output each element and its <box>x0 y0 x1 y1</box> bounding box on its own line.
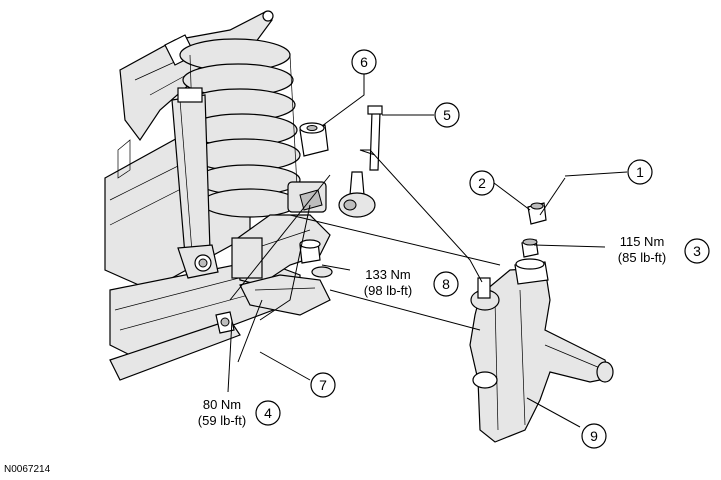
nut-part-4 <box>215 311 235 334</box>
callout-9: 9 <box>581 423 607 449</box>
torque-spec-8: 133 Nm (98 lb-ft) <box>364 267 412 298</box>
lower-control-arm <box>231 181 331 316</box>
shock-absorber <box>171 87 219 279</box>
svg-text:2: 2 <box>478 175 486 191</box>
figure-id: N0067214 <box>4 464 51 475</box>
svg-text:3: 3 <box>693 243 701 259</box>
torque-8-nm: 133 Nm <box>365 267 411 282</box>
svg-text:6: 6 <box>360 54 368 70</box>
svg-text:4: 4 <box>264 405 272 421</box>
callout-2: 2 <box>469 170 495 196</box>
torque-4-lbft: (59 lb-ft) <box>198 413 246 428</box>
torque-spec-3: 115 Nm (85 lb-ft) <box>618 234 666 265</box>
nut-part-8 <box>299 239 333 278</box>
callout-3: 3 <box>684 238 710 264</box>
washer-part-3 <box>521 238 539 258</box>
callouts: 1 2 3 4 5 6 7 8 <box>255 49 710 449</box>
torque-3-lbft: (85 lb-ft) <box>618 250 666 265</box>
svg-text:5: 5 <box>443 107 451 123</box>
leader-lines <box>227 74 628 428</box>
svg-text:9: 9 <box>590 428 598 444</box>
svg-text:1: 1 <box>636 164 644 180</box>
callout-4: 4 <box>255 400 281 426</box>
bushing-part-6 <box>299 122 329 157</box>
nut-part-2 <box>527 202 547 225</box>
torque-3-nm: 115 Nm <box>620 234 665 249</box>
callout-5: 5 <box>434 102 460 128</box>
callout-7: 7 <box>310 372 336 398</box>
svg-text:7: 7 <box>319 377 327 393</box>
coil-spring <box>179 38 301 218</box>
svg-text:8: 8 <box>442 276 450 292</box>
callout-8: 8 <box>433 271 459 297</box>
ball-stud <box>338 171 376 218</box>
torque-4-nm: 80 Nm <box>203 397 241 412</box>
assembly-lines <box>229 149 566 363</box>
steering-knuckle <box>469 258 614 443</box>
torque-spec-4: 80 Nm (59 lb-ft) <box>198 397 246 428</box>
callout-6: 6 <box>351 49 377 75</box>
torque-8-lbft: (98 lb-ft) <box>364 283 412 298</box>
callout-1: 1 <box>627 159 653 185</box>
